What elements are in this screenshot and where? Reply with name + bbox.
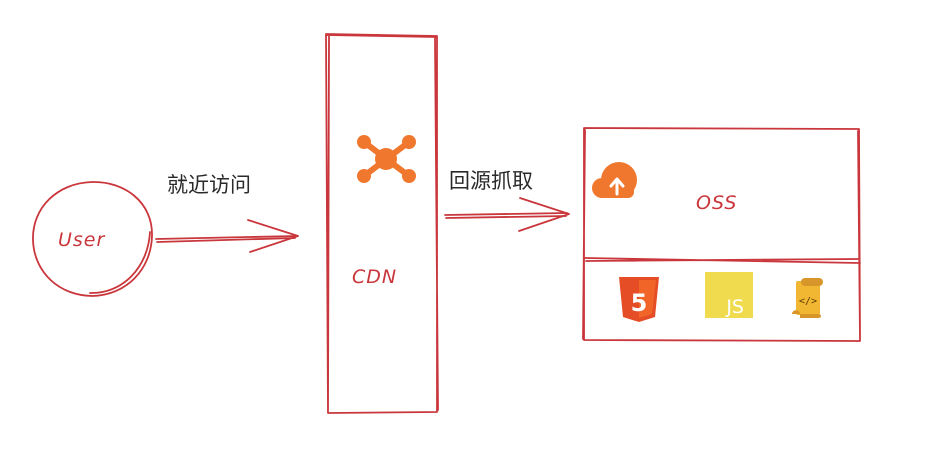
arrow-user-to-cdn <box>155 235 298 243</box>
oss-cloud-icon <box>592 162 637 198</box>
user-label: User <box>58 229 105 251</box>
arrowhead-cdn-to-oss <box>518 197 570 232</box>
edge-label-origin-fetch: 回源抓取 <box>449 169 533 193</box>
edge-user-to-cdn: 就近访问 <box>155 173 299 253</box>
javascript-glyph: JS <box>725 296 744 318</box>
user-node: User <box>32 181 153 297</box>
oss-node: OSS <box>582 127 861 342</box>
html5-icon: 5 <box>619 277 659 322</box>
edge-label-nearby-access: 就近访问 <box>167 173 251 197</box>
code-scroll-icon: </> <box>792 278 823 318</box>
edge-cdn-to-oss: 回源抓取 <box>444 169 570 232</box>
arrowhead-user-to-cdn <box>247 219 299 253</box>
user-circle <box>32 181 153 297</box>
cdn-node: CDN <box>325 33 439 414</box>
oss-label: OSS <box>696 192 737 214</box>
cdn-label: CDN <box>352 266 397 288</box>
code-glyph: </> <box>799 296 817 307</box>
cdn-network-icon <box>357 135 416 183</box>
oss-box <box>582 127 861 342</box>
cdn-box <box>325 33 439 414</box>
javascript-icon: JS <box>705 272 753 318</box>
arrow-cdn-to-oss <box>444 212 568 219</box>
html5-glyph: 5 <box>631 289 648 317</box>
